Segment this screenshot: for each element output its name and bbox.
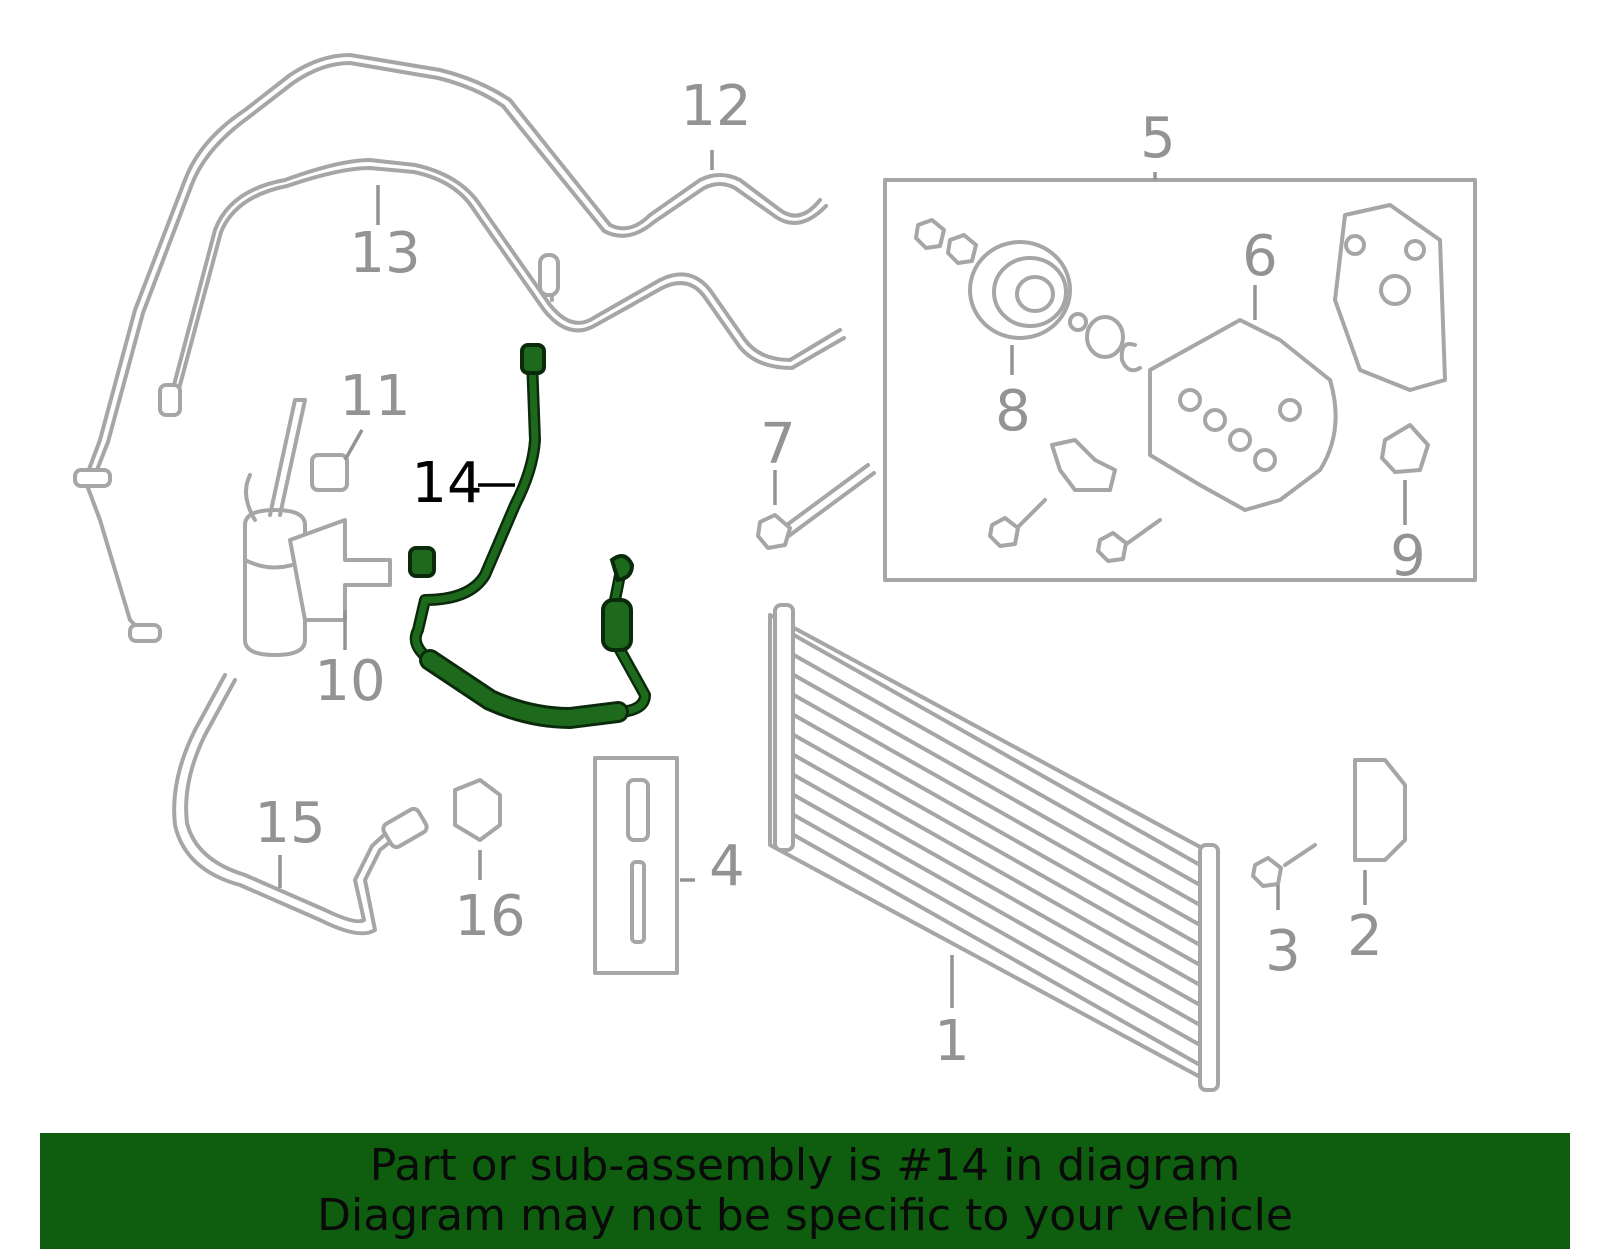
part-12-hose [73,53,828,643]
callout-12: 12 [680,74,751,139]
part-13-hose [168,158,846,402]
callout-1: 1 [934,1009,970,1074]
callout-16: 16 [454,884,525,949]
callout-10: 10 [314,649,385,714]
part-16-bracket [453,778,502,842]
callout-11: 11 [339,364,410,429]
info-banner: Part or sub-assembly is #14 in diagram D… [40,1133,1570,1249]
callout-15: 15 [254,791,325,856]
part-1-condenser [768,603,1220,1092]
callout-9: 9 [1390,524,1426,589]
callout-8: 8 [995,379,1031,444]
callout-labels: 1 2 3 4 5 6 7 8 9 10 11 12 13 14 15 16 [254,74,1425,1074]
callout-5: 5 [1140,106,1176,171]
part-5-compressor-box [883,178,1477,582]
banner-part-note: Part or sub-assembly is #14 in diagram [369,1140,1241,1191]
leader-lines [278,150,1407,1008]
part-2-bracket [1353,758,1407,862]
callout-3: 3 [1265,919,1301,984]
banner-disclaimer: Diagram may not be specific to your vehi… [317,1190,1293,1241]
part-14-hose-highlighted [408,343,651,729]
callout-2: 2 [1347,904,1383,969]
callout-13: 13 [349,221,420,286]
callout-4: 4 [709,834,745,899]
part-7-bolt [756,463,876,550]
part-3-bolt [1251,843,1317,888]
part-15-hose [172,673,429,936]
part-4-kit [593,756,679,975]
callout-6: 6 [1242,224,1278,289]
callout-7: 7 [760,412,796,477]
part-10-drier [243,398,392,657]
callout-14: 14 [411,451,482,516]
